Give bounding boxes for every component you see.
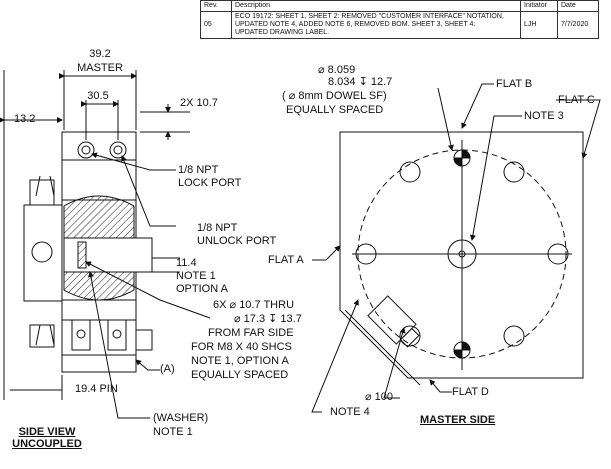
- piston: [63, 237, 153, 273]
- dim-master-label: MASTER: [77, 62, 123, 74]
- hole-callout-line: FOR M8 X 40 SHCS: [191, 341, 292, 353]
- hole-callout-line: NOTE 1, OPTION A: [191, 355, 289, 367]
- dowel-note: ( ⌀ 8mm DOWEL SF): [282, 90, 387, 102]
- note-4-label: NOTE 4: [330, 406, 370, 418]
- fixture-bottom: [29, 324, 55, 348]
- unlock-port-size: 1/8 NPT: [197, 222, 238, 234]
- dim-pin-value: 19.4 PIN: [75, 383, 118, 395]
- side-tab: [135, 329, 153, 351]
- bolt-hole: [355, 243, 377, 265]
- unlock-port-leader: [121, 155, 176, 227]
- flat-d-label: FLAT D: [452, 386, 489, 398]
- lock-port-label: LOCK PORT: [178, 177, 242, 189]
- fitting-left-circle: [76, 329, 86, 339]
- description-line: UPDATED DRAWING LABEL.: [235, 29, 330, 36]
- flat-c-label: FLAT C: [558, 94, 595, 106]
- hole-callout-line: ⌀ 17.3 ↧ 13.7: [234, 313, 302, 325]
- note-3-leader: [469, 115, 522, 241]
- flat-a-label: FLAT A: [268, 254, 304, 266]
- lock-port-circle: [77, 141, 95, 159]
- master-plate: [339, 131, 584, 379]
- fixture-top: [29, 179, 55, 206]
- hole-callout-line: EQUALLY SPACED: [191, 369, 289, 381]
- a-leader: [135, 359, 160, 371]
- dowel-fill-bottom: [453, 341, 471, 359]
- description-cell: ECO 19172: SHEET 1, SHEET 2: REMOVED "CU…: [231, 11, 521, 39]
- side-view-geometry: [0, 70, 211, 419]
- dia-100-leader: [383, 327, 406, 399]
- lock-port-size: 1/8 NPT: [178, 164, 219, 176]
- flat-line: [344, 309, 421, 386]
- note-3-label: NOTE 3: [524, 110, 564, 122]
- washer-label: (WASHER): [153, 412, 209, 424]
- revision-table: Rev. Description Initiator Date 05 ECO 1…: [200, 0, 599, 39]
- lock-port-leader: [91, 152, 176, 171]
- bolt-hole: [547, 243, 569, 265]
- dowel-leader: [437, 87, 454, 151]
- fixture-circle: [31, 241, 53, 263]
- note-4-leader: [311, 299, 359, 413]
- option-a-label: OPTION A: [176, 283, 228, 295]
- note-1-label: NOTE 1: [176, 270, 216, 282]
- flat-b-leader: [461, 83, 494, 129]
- center-hole-inner: [458, 250, 466, 258]
- washer-note: NOTE 1: [153, 426, 193, 438]
- side-view-subtitle: UNCOUPLED: [12, 438, 82, 450]
- dim-master-value: 39.2: [89, 48, 111, 60]
- unlock-port-circle: [109, 141, 127, 159]
- master-view-geometry: [311, 83, 601, 413]
- dim-305-value: 30.5: [87, 90, 109, 102]
- dim-114-value: 11.4: [176, 257, 197, 269]
- dia-100-label: ⌀ 100: [365, 391, 394, 403]
- dowel-dim-bottom: 8.034 ↧ 12.7: [328, 76, 393, 88]
- fixture-lines: [35, 324, 55, 346]
- flat-a-leader: [312, 245, 341, 261]
- center-hole: [447, 239, 477, 269]
- bolt-hole: [503, 161, 525, 183]
- description-line: UPDATED NOTE 4, ADDED NOTE 6, REMOVED BO…: [235, 21, 476, 28]
- dowel-spacing: EQUALLY SPACED: [286, 104, 384, 116]
- master-side-title: MASTER SIDE: [420, 414, 496, 426]
- flat-d-leader: [429, 379, 452, 393]
- description-line: ECO 19172: SHEET 1, SHEET 2: REMOVED "CU…: [235, 13, 504, 20]
- fitting-right: [107, 319, 127, 351]
- revision-table-header: Rev. Description Initiator Date: [200, 0, 599, 12]
- label-a: (A): [160, 363, 175, 375]
- lock-port-inner: [81, 145, 91, 155]
- initiator-cell: LJH: [520, 11, 558, 39]
- fitting-right-circle: [112, 329, 122, 339]
- hole-callout-line: FROM FAR SIDE: [208, 327, 294, 339]
- left-fixture: [23, 204, 63, 302]
- washer-leader: [87, 271, 150, 419]
- side-view-title: SIDE VIEW: [18, 426, 76, 438]
- piston-hatch: [77, 241, 87, 269]
- flat-c-leader: [556, 99, 601, 159]
- dim-2x-value: 2X 10.7: [180, 97, 218, 109]
- unlock-port-label: UNLOCK PORT: [197, 235, 277, 247]
- dowel-dim-top: ⌀ 8.059: [318, 64, 356, 76]
- fixture-lines: [35, 175, 55, 197]
- bolt-hole: [399, 161, 421, 183]
- date-cell: 7/7/2020: [557, 11, 599, 39]
- flat-b-label: FLAT B: [496, 78, 533, 90]
- flat-fitting: [367, 295, 420, 348]
- bolt-hole: [399, 325, 421, 347]
- bolt-hole: [503, 325, 525, 347]
- hole-callout-line: 6X ⌀ 10.7 THRU: [213, 299, 295, 311]
- revision-row: 05 ECO 19172: SHEET 1, SHEET 2: REMOVED …: [200, 11, 599, 39]
- dim-132-value: 13.2: [14, 113, 36, 125]
- fitting-left: [71, 319, 91, 351]
- hole-leader: [85, 261, 211, 319]
- unlock-port-inner: [113, 145, 123, 155]
- dowel-fill-top: [453, 149, 471, 167]
